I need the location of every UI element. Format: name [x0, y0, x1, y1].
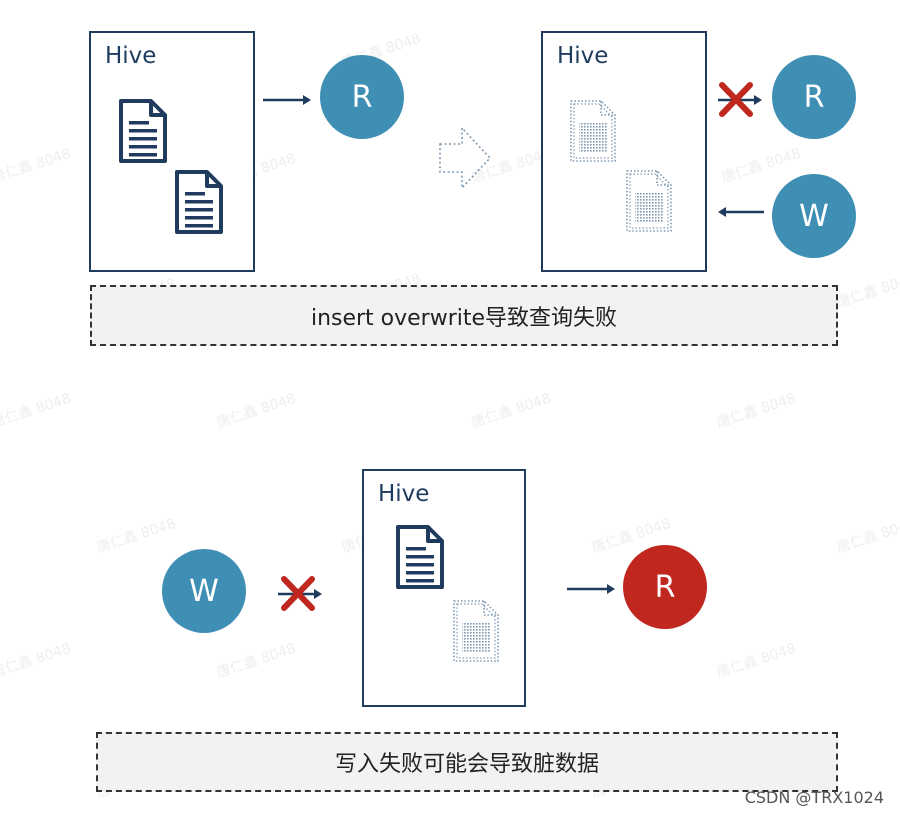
watermark: 唐仁鑫 8048 — [714, 640, 798, 682]
watermark: 唐仁鑫 8048 — [469, 390, 553, 432]
data-file-icon — [175, 170, 223, 234]
write-arrow — [718, 207, 764, 217]
caption-text: 写入失败可能会导致脏数据 — [334, 752, 599, 777]
watermark: 唐仁鑫 8048 — [0, 390, 73, 432]
read-arrow — [263, 95, 311, 105]
data-file-icon — [396, 525, 444, 589]
reader-node: R — [772, 55, 856, 139]
watermark: 唐仁鑫 8048 — [0, 640, 73, 682]
overwritten-file-icon — [626, 170, 672, 232]
watermark: 唐仁鑫 8048 — [834, 270, 900, 312]
watermark: 唐仁鑫 8048 — [214, 640, 298, 682]
writer-node: W — [772, 174, 856, 258]
blocked-write-arrow — [278, 576, 322, 611]
hive-box-before: Hive — [89, 31, 255, 272]
hive-box-after: Hive — [541, 31, 707, 272]
hive-box: Hive — [362, 469, 526, 707]
reader-node: R — [320, 55, 404, 139]
read-arrow — [567, 584, 615, 594]
reader-node-dirty: R — [623, 545, 707, 629]
caption-box: insert overwrite导致查询失败 — [90, 285, 838, 346]
watermark: 唐仁鑫 8048 — [214, 390, 298, 432]
partial-file-icon — [453, 600, 499, 662]
watermark: 唐仁鑫 8048 — [94, 515, 178, 557]
cross-icon — [719, 82, 753, 117]
watermark: 唐仁鑫 8048 — [714, 390, 798, 432]
blocked-read-arrow — [718, 82, 762, 117]
hive-label: Hive — [105, 43, 157, 69]
watermark: 唐仁鑫 8048 — [0, 145, 73, 187]
writer-node: W — [162, 549, 246, 633]
caption-text: insert overwrite导致查询失败 — [310, 305, 618, 331]
watermark: 唐仁鑫 8048 — [834, 515, 900, 557]
cross-icon — [281, 576, 315, 611]
caption-box: 写入失败可能会导致脏数据 — [96, 732, 838, 792]
data-file-icon — [119, 99, 167, 163]
transition-arrow-icon — [439, 125, 492, 191]
credit-text: CSDN @TRX1024 — [744, 788, 884, 807]
overwritten-file-icon — [570, 100, 616, 162]
hive-label: Hive — [378, 481, 430, 507]
hive-label: Hive — [557, 43, 609, 69]
